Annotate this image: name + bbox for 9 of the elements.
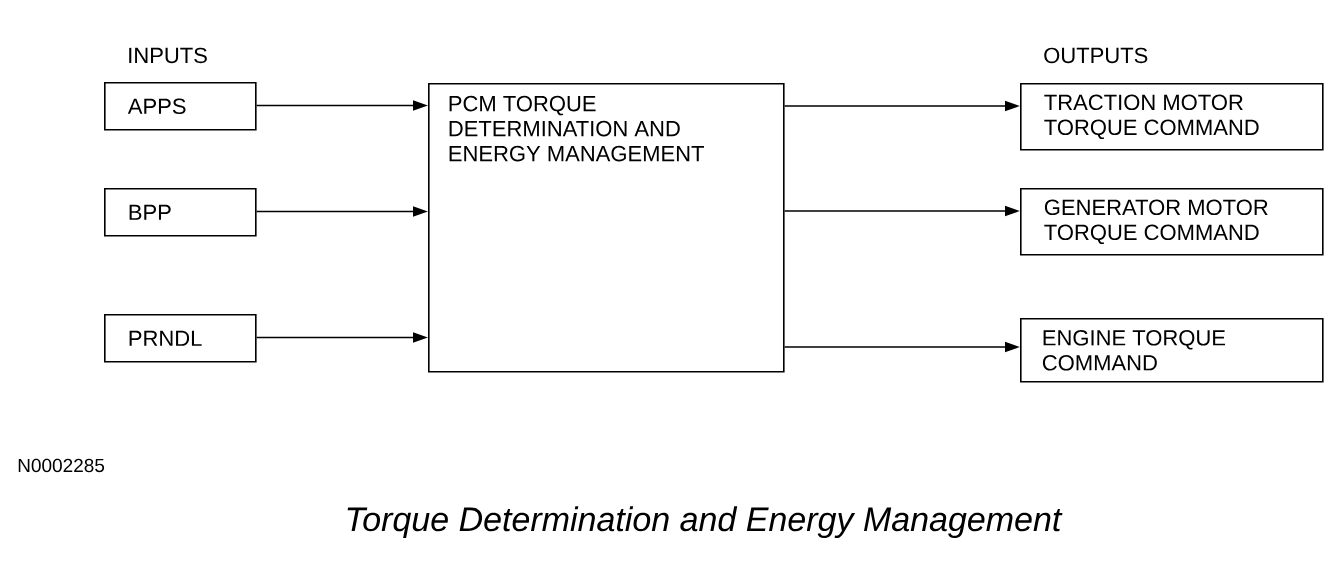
process-box: PCM TORQUE DETERMINATION AND ENERGY MANAGEMENT bbox=[428, 83, 785, 373]
process-box: PRNDL bbox=[104, 314, 257, 363]
caption: Torque Determination and Energy Management bbox=[347, 506, 1063, 539]
figure-number: N0002285 bbox=[18, 458, 105, 473]
process-box: ENGINE TORQUE COMMAND bbox=[1020, 318, 1324, 383]
process-box: BPP bbox=[104, 188, 257, 237]
process-box: TRACTION MOTOR TORQUE COMMAND bbox=[1020, 83, 1324, 151]
process-box: GENERATOR MOTOR TORQUE COMMAND bbox=[1020, 188, 1324, 256]
process-box: APPS bbox=[104, 82, 257, 131]
